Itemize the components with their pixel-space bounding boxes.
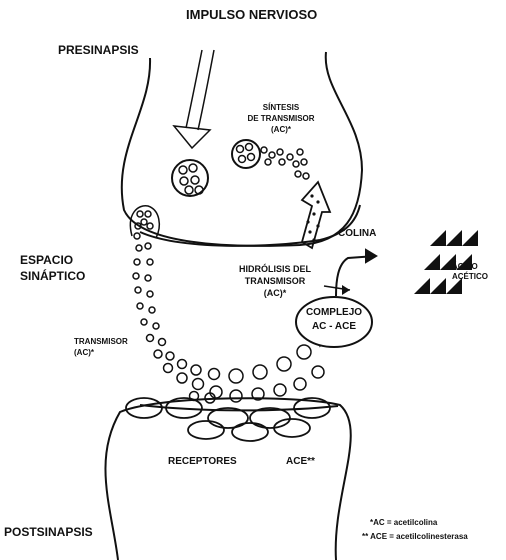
receptores-label: RECEPTORES (168, 456, 237, 468)
complejo-label: COMPLEJO (296, 307, 372, 319)
hidrolisis-transmisor-label: TRANSMISOR (226, 276, 324, 286)
sinaptico-label: SINÁPTICO (20, 270, 85, 284)
sintesis-label: SÍNTESIS (236, 103, 326, 112)
acetico-label: ACÉTICO (452, 272, 488, 281)
impulso-nervioso-label: IMPULSO NERVIOSO (186, 8, 317, 23)
transmisor-ac-label: (AC)* (74, 348, 94, 357)
footnote-ac: *AC = acetilcolina (370, 518, 437, 527)
ace-label: ACE** (286, 456, 315, 468)
hidrolisis-label: HIDRÓLISIS DEL (226, 264, 324, 274)
espacio-label: ESPACIO (20, 254, 73, 268)
footnote-ace: ** ACE = acetilcolinesterasa (362, 532, 468, 541)
acido-label: ÁCIDO (452, 262, 478, 271)
sintesis-ac-label: (AC)* (236, 125, 326, 134)
hidrolisis-ac-label: (AC)* (226, 288, 324, 298)
colina-label: COLINA (338, 228, 376, 240)
vesicle-group (172, 160, 208, 196)
postsynaptic-membrane (105, 398, 350, 560)
receptors (126, 398, 330, 441)
nerve-impulse-arrow (174, 50, 214, 148)
presinapsis-label: PRESINAPSIS (58, 44, 139, 58)
ac-ace-label: AC - ACE (296, 321, 372, 333)
postsinapsis-label: POSTSINAPSIS (4, 526, 93, 540)
sintesis-transmisor-label: DE TRANSMISOR (236, 114, 326, 123)
synthesis-vesicles (232, 140, 309, 179)
transmisor-label: TRANSMISOR (74, 337, 128, 346)
